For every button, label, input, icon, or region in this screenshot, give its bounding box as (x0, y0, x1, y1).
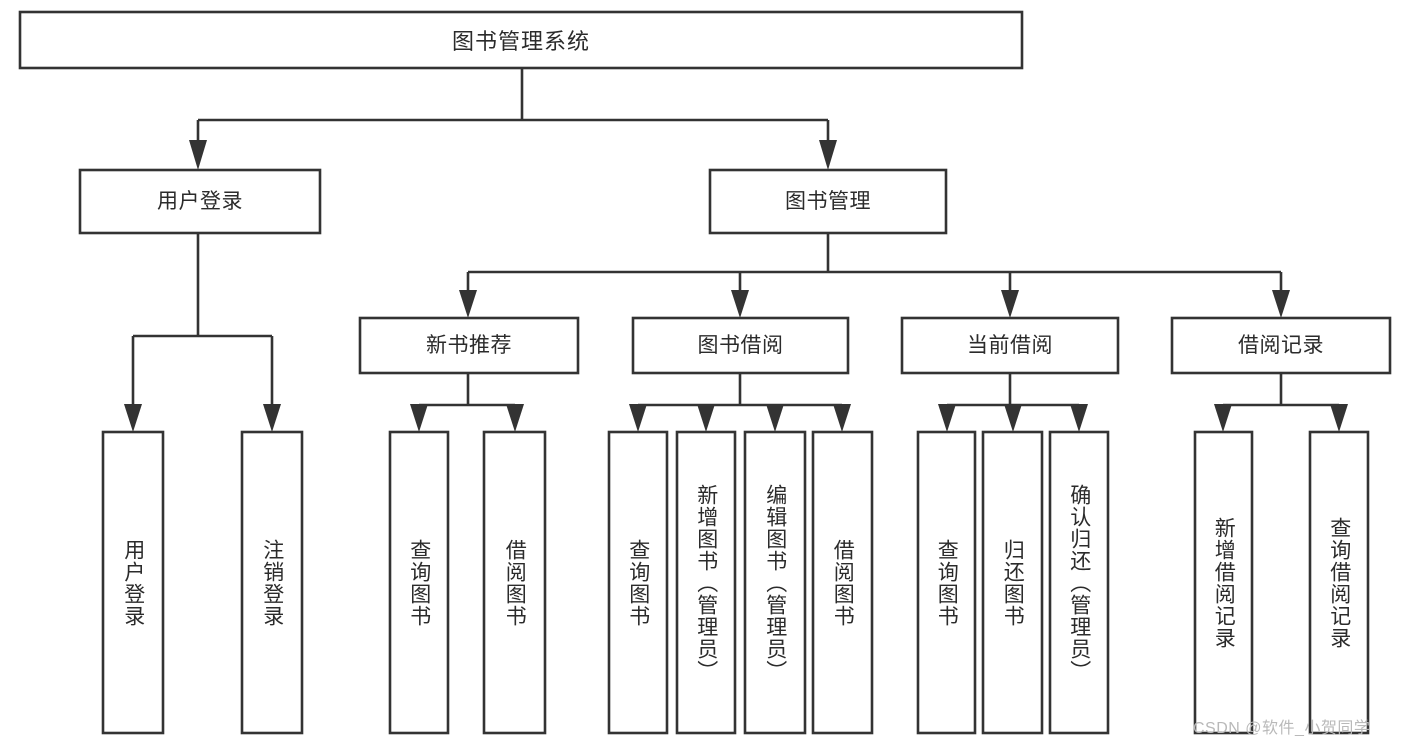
connector-book-borrow-to-leaves (629, 373, 851, 432)
arrow-head-leaf-13 (1330, 404, 1348, 432)
arrow-head-leaf-8 (833, 404, 851, 432)
arrow-head-leaf-11 (1070, 404, 1088, 432)
connector-root-to-level1 (189, 68, 837, 170)
node-box-book-borrow[interactable] (631, 316, 850, 375)
node-box-user-login[interactable] (78, 168, 322, 235)
node-box-leaf-query-book-1[interactable] (388, 430, 450, 735)
arrow-head-leaf-5 (629, 404, 647, 432)
connector-user-login-to-leaves (124, 233, 281, 432)
arrow-head-borrow-record (1272, 290, 1290, 318)
node-box-leaf-borrow-book-2[interactable] (811, 430, 874, 735)
node-box-leaf-confirm-return[interactable] (1048, 430, 1110, 735)
arrow-head-leaf-12 (1214, 404, 1232, 432)
connector-book-manage-to-level2 (459, 233, 1290, 318)
node-box-leaf-edit-book[interactable] (743, 430, 807, 735)
arrow-head-leaf-6 (697, 404, 715, 432)
arrow-head-book-borrow (731, 290, 749, 318)
watermark: CSDN @软件_小贺同学 (1193, 720, 1371, 737)
arrow-head-leaf-2 (263, 404, 281, 432)
node-box-leaf-query-book-2[interactable] (607, 430, 669, 735)
node-box-root[interactable] (18, 10, 1024, 70)
arrow-head-user-login (189, 140, 207, 170)
node-box-current-borrow[interactable] (900, 316, 1120, 375)
node-box-new-book-recommend[interactable] (358, 316, 580, 375)
arrow-head-leaf-10 (1004, 404, 1022, 432)
connector-borrow-record-to-leaves (1214, 373, 1348, 432)
node-box-borrow-record[interactable] (1170, 316, 1392, 375)
node-box-book-manage[interactable] (708, 168, 948, 235)
connector-new-book-recommend-to-leaves (410, 373, 524, 432)
arrow-head-current-borrow (1001, 290, 1019, 318)
arrow-head-leaf-9 (938, 404, 956, 432)
arrow-head-leaf-4 (506, 404, 524, 432)
node-box-leaf-logout-login[interactable] (240, 430, 304, 735)
arrow-head-leaf-7 (766, 404, 784, 432)
connector-current-borrow-to-leaves (938, 373, 1088, 432)
node-box-leaf-query-record[interactable] (1308, 430, 1370, 735)
arrow-head-book-manage (819, 140, 837, 170)
node-box-leaf-add-record[interactable] (1193, 430, 1254, 735)
node-box-leaf-user-login[interactable] (101, 430, 165, 735)
arrow-head-leaf-1 (124, 404, 142, 432)
node-box-leaf-return-book[interactable] (981, 430, 1044, 735)
arrow-head-leaf-3 (410, 404, 428, 432)
node-box-leaf-add-book[interactable] (675, 430, 737, 735)
node-box-leaf-borrow-book-1[interactable] (482, 430, 547, 735)
node-box-leaf-query-book-3[interactable] (916, 430, 977, 735)
arrow-head-new-book-recommend (459, 290, 477, 318)
